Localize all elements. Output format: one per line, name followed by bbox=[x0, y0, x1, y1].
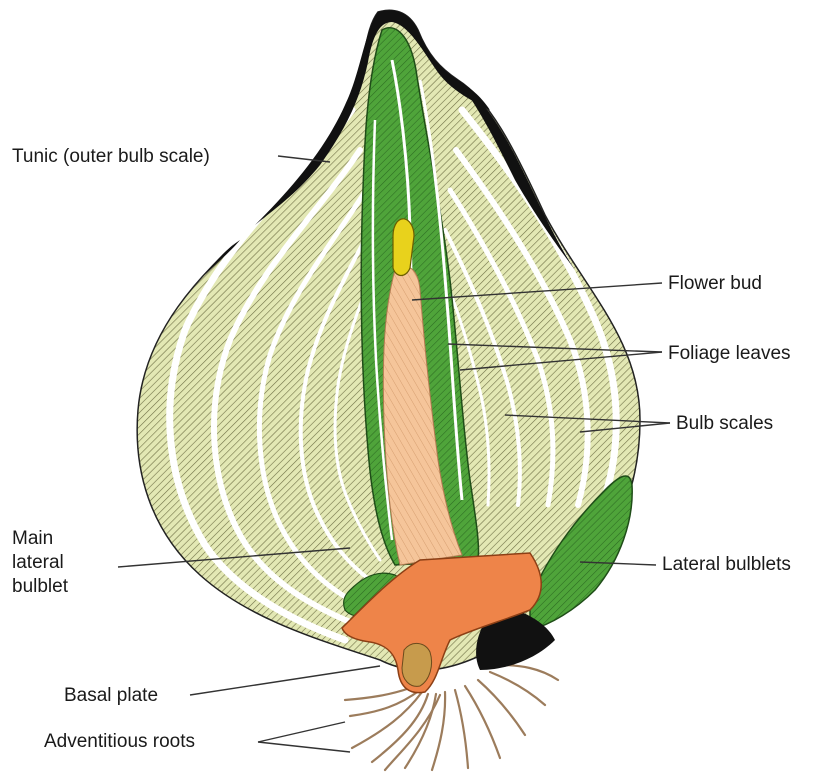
label-main-lateral-bulblet: Main lateral bulblet bbox=[12, 527, 68, 599]
label-main-lateral-bulblet-line: lateral bbox=[12, 551, 68, 575]
label-main-lateral-bulblet-line: bulblet bbox=[12, 575, 68, 599]
label-flower-bud: Flower bud bbox=[668, 272, 762, 296]
label-lateral-bulblets: Lateral bulblets bbox=[662, 553, 791, 577]
label-foliage-leaves: Foliage leaves bbox=[668, 342, 791, 366]
label-main-lateral-bulblet-line: Main bbox=[12, 527, 68, 551]
adventitious-roots bbox=[345, 665, 558, 770]
label-bulb-scales: Bulb scales bbox=[676, 412, 773, 436]
label-basal-plate: Basal plate bbox=[64, 684, 158, 708]
label-tunic: Tunic (outer bulb scale) bbox=[12, 145, 210, 169]
label-adventitious-roots: Adventitious roots bbox=[44, 730, 195, 754]
